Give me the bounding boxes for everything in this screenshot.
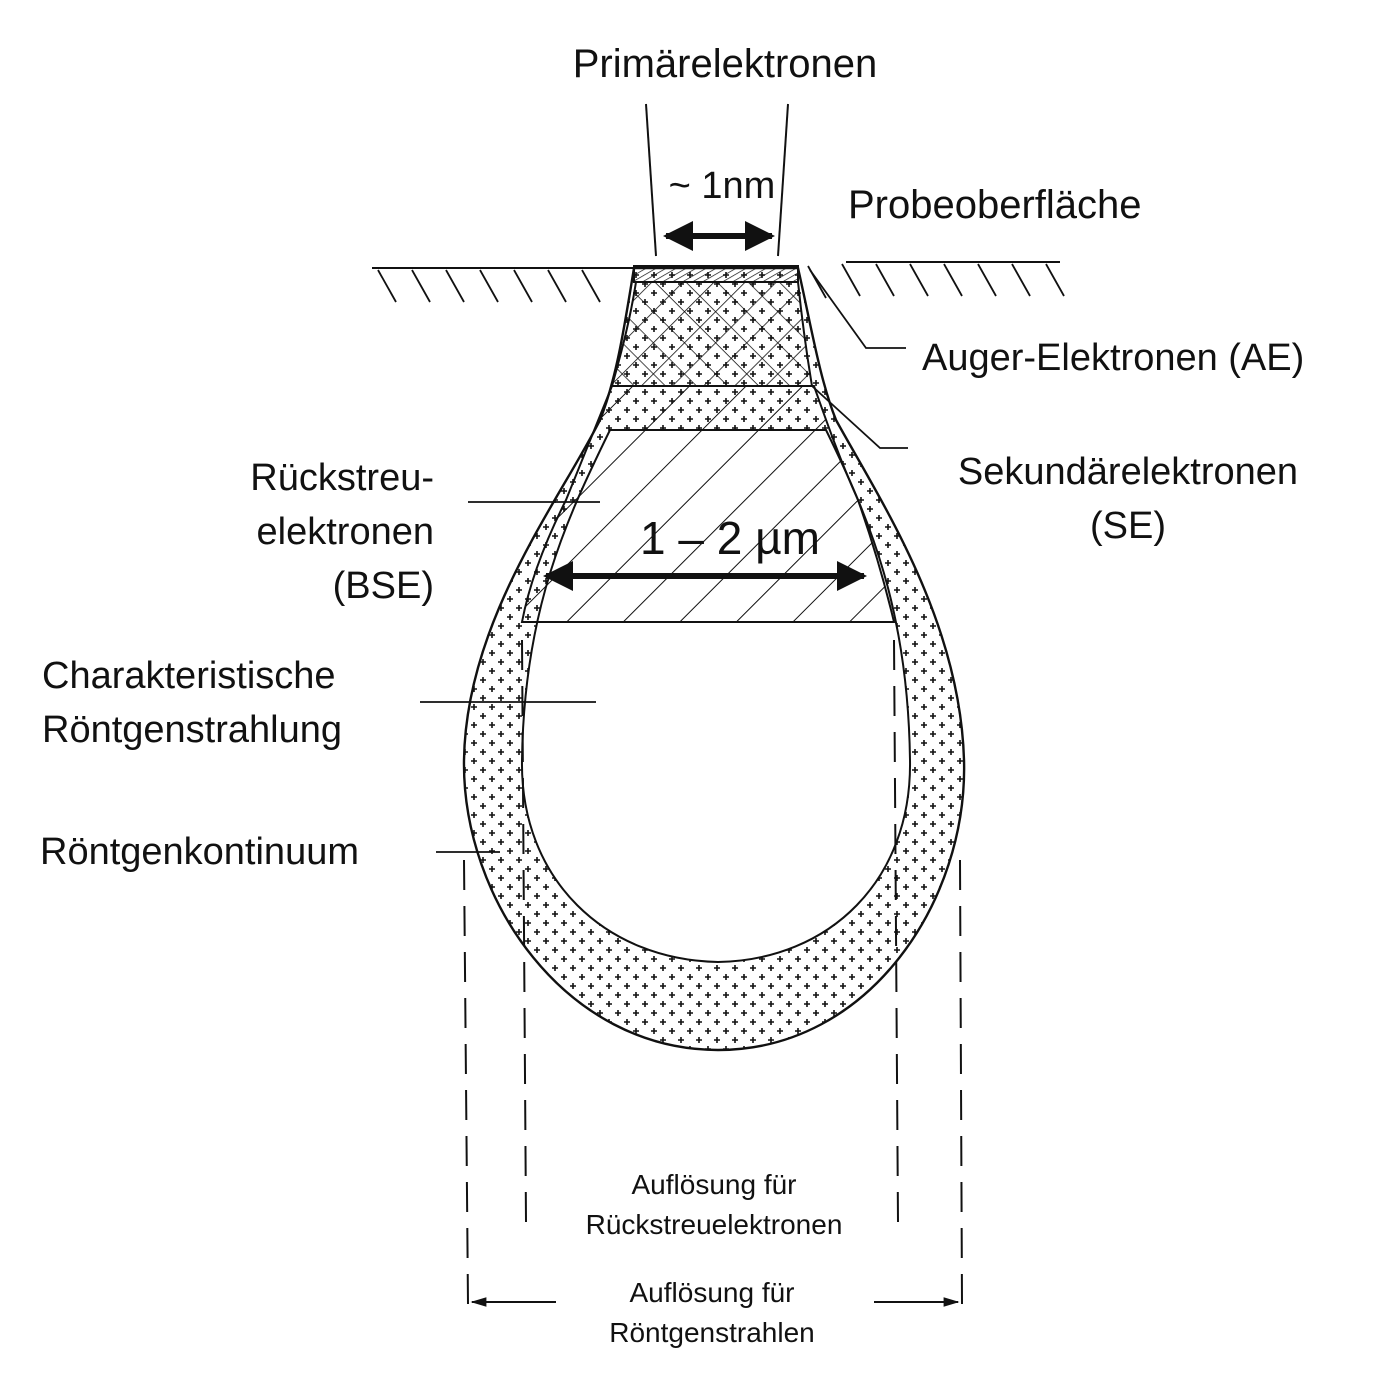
bse-resolution-label-line2: Rückstreuelektronen xyxy=(586,1209,843,1240)
secondary-electrons-label: Sekundärelektronen xyxy=(958,451,1298,493)
secondary-electron-region xyxy=(610,281,814,387)
sample-surface xyxy=(372,261,1065,303)
xray-resolution-label-line2: Röntgenstrahlen xyxy=(609,1317,814,1348)
auger-layer xyxy=(633,265,799,283)
continuum-label: Röntgenkontinuum xyxy=(40,831,359,873)
backscatter-label-line1: Rückstreu- xyxy=(250,457,434,499)
sample-surface-label: Probeoberfläche xyxy=(848,183,1142,227)
range-label: 1 – 2 µm xyxy=(640,512,820,564)
primary-beam xyxy=(645,103,789,257)
secondary-electrons-abbrev: (SE) xyxy=(1090,505,1166,547)
primary-electrons-label: Primärelektronen xyxy=(573,42,878,86)
leader-lines xyxy=(420,269,908,853)
xray-resolution-label-line1: Auflösung für xyxy=(630,1277,795,1308)
resolution-guides xyxy=(463,639,963,1305)
auger-label: Auger-Elektronen (AE) xyxy=(922,337,1304,379)
bse-resolution-label-line1: Auflösung für xyxy=(632,1169,797,1200)
characteristic-xray-label-line1: Charakteristische xyxy=(42,655,336,697)
characteristic-xray-label-line2: Röntgenstrahlung xyxy=(42,709,342,751)
beam-width-label: ~ 1nm xyxy=(669,165,776,207)
backscatter-region xyxy=(520,385,896,623)
backscatter-label-line3: (BSE) xyxy=(333,565,434,607)
backscatter-label-line2: elektronen xyxy=(257,511,434,553)
